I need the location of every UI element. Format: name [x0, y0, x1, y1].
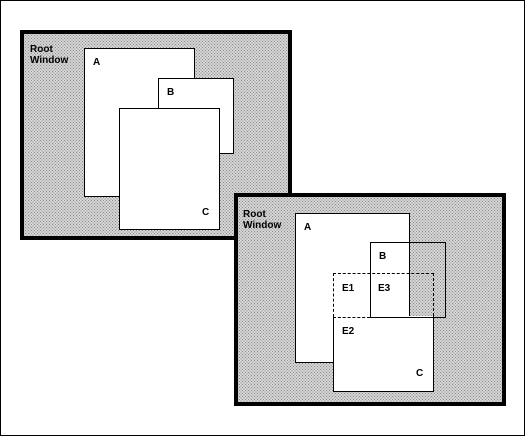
window-c-label: C [202, 207, 210, 218]
window-c-label: C [416, 368, 424, 379]
exposed-region-outline [333, 317, 370, 318]
exposed-region-outline [333, 273, 334, 363]
window-b-label: B [379, 251, 387, 262]
exposure-region-e3: E3 [378, 283, 391, 294]
window-b: B [370, 242, 446, 318]
window-a-label: A [93, 57, 101, 68]
exposed-region-outline [433, 273, 434, 316]
window-b-label: B [167, 87, 175, 98]
root-window-label: Root Window [30, 44, 69, 66]
window-c: C [119, 108, 220, 230]
exposed-region-outline [333, 273, 434, 274]
exposure-region-e2: E2 [342, 326, 355, 337]
root-window-label: Root Window [243, 209, 282, 231]
exposure-region-e1: E1 [342, 283, 355, 294]
window-a-label: A [304, 222, 312, 233]
window-c: C [333, 316, 434, 392]
